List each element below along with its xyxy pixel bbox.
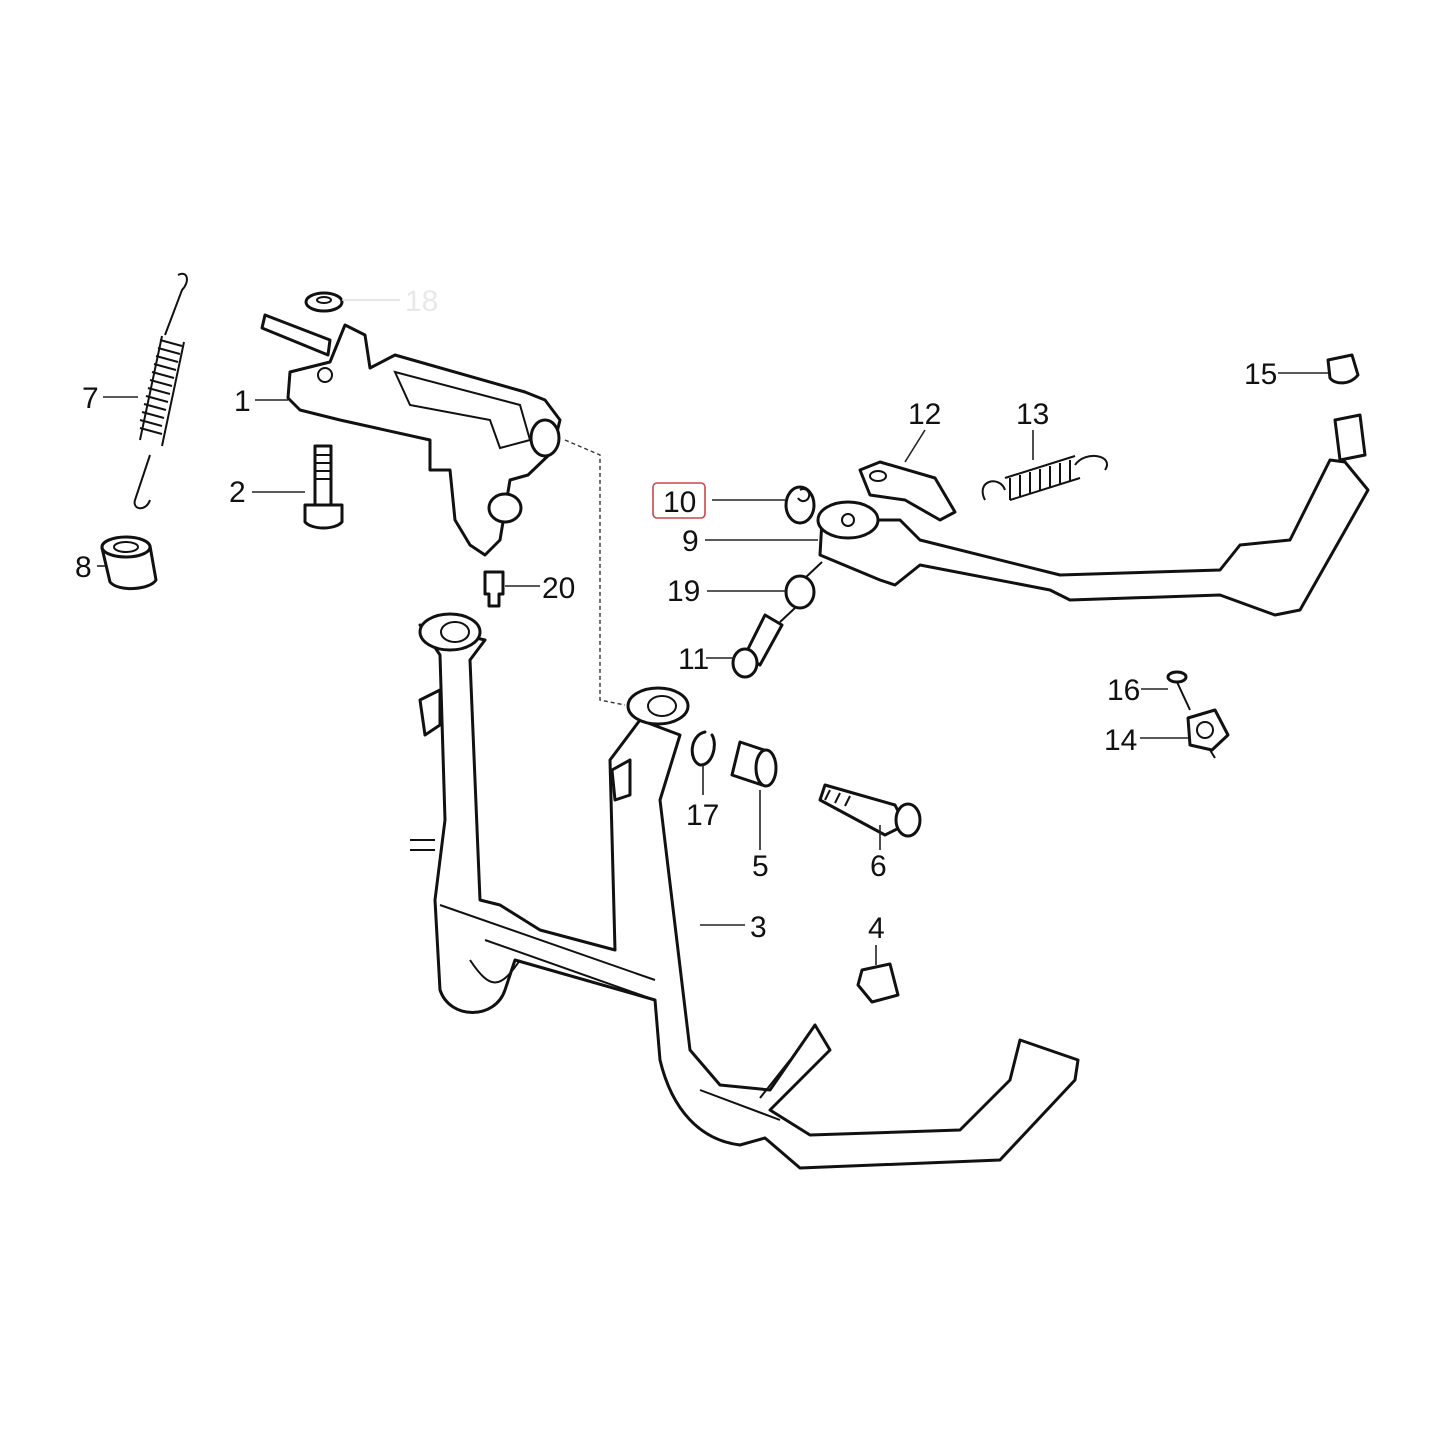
callout-12[interactable]: 12 <box>908 398 941 431</box>
bush-part-10[interactable] <box>784 485 816 525</box>
bracket-part-1[interactable] <box>260 313 562 557</box>
washer-part-18[interactable] <box>304 291 344 313</box>
side-stand-part-9[interactable] <box>816 413 1370 617</box>
callout-13[interactable]: 13 <box>1016 398 1049 431</box>
plate-part-12[interactable] <box>858 460 957 522</box>
bushing-part-8[interactable] <box>100 535 158 590</box>
callout-17[interactable]: 17 <box>686 799 719 832</box>
assembly-line-11 <box>779 561 823 623</box>
bush-part-5[interactable] <box>730 740 778 788</box>
highlight-box-part-10 <box>652 482 706 519</box>
nut-part-14[interactable] <box>1186 708 1230 759</box>
spring-part-13[interactable] <box>981 454 1108 501</box>
callout-20[interactable]: 20 <box>542 572 575 605</box>
grease-nipple-part-20[interactable] <box>483 570 505 608</box>
bolt-part-2[interactable] <box>303 444 344 530</box>
rubber-part-4[interactable] <box>856 962 900 1004</box>
callout-labels: 1 2 3 4 5 6 7 8 9 10 11 12 13 14 15 16 1… <box>75 285 1277 945</box>
leader-lines <box>97 299 1328 965</box>
callout-14[interactable]: 14 <box>1104 724 1137 757</box>
callout-19[interactable]: 19 <box>667 575 700 608</box>
circlip-part-17[interactable] <box>690 730 716 767</box>
callout-18[interactable]: 18 <box>405 285 438 318</box>
bush-part-19[interactable] <box>784 574 816 610</box>
callout-15[interactable]: 15 <box>1244 358 1277 391</box>
center-stand-part-3[interactable] <box>410 612 1080 1170</box>
callout-11[interactable]: 11 <box>678 643 709 676</box>
pin-part-6[interactable] <box>818 783 922 838</box>
bolt-part-11[interactable] <box>731 613 784 679</box>
assembly-line <box>564 439 626 706</box>
callout-4[interactable]: 4 <box>868 912 885 945</box>
callout-10[interactable]: 10 <box>663 486 696 519</box>
screw-part-16[interactable] <box>1166 670 1191 711</box>
spring-part-7[interactable] <box>133 272 188 510</box>
callout-9[interactable]: 9 <box>682 525 699 558</box>
callout-16[interactable]: 16 <box>1107 674 1140 707</box>
callout-5[interactable]: 5 <box>752 850 769 883</box>
cap-part-15[interactable] <box>1326 353 1360 385</box>
callout-6[interactable]: 6 <box>870 850 887 883</box>
callout-3[interactable]: 3 <box>750 911 767 944</box>
callout-8[interactable]: 8 <box>75 551 92 584</box>
callout-7[interactable]: 7 <box>82 382 99 415</box>
callout-2[interactable]: 2 <box>229 476 246 509</box>
callout-1[interactable]: 1 <box>234 385 251 418</box>
